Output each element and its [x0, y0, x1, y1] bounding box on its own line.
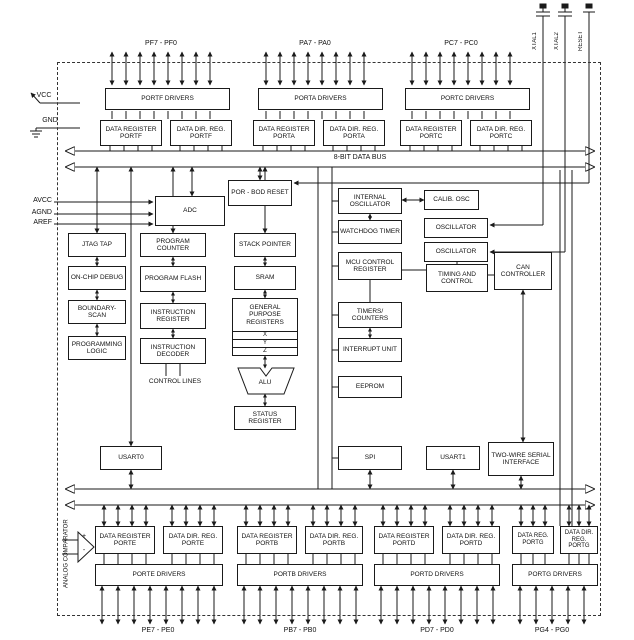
block-data-dir-reg-portc: DATA DIR. REG. PORTC: [470, 120, 532, 146]
pin-label-pd: PD7 - PD0: [420, 627, 454, 634]
label-alu: ALU: [258, 379, 272, 386]
block-can-controller: CAN CONTROLLER: [494, 252, 552, 290]
driver-register-links: [111, 111, 511, 119]
pin-label-pe: PE7 - PE0: [141, 627, 175, 634]
block-porta-drivers: PORTA DRIVERS: [258, 88, 383, 110]
label-analog-comparator: ANALOG COMPARATOR: [63, 519, 70, 589]
block-sram: SRAM: [234, 266, 296, 290]
block-usart1: USART1: [426, 446, 480, 470]
pin-label-gnd: GND: [42, 117, 58, 124]
block-data-dir-reg-portb: DATA DIR. REG. PORTB: [305, 526, 363, 554]
block-data-dir-reg-porta: DATA DIR. REG. PORTA: [323, 120, 385, 146]
gpr-label: GENERAL PURPOSE REGISTERS: [246, 304, 284, 326]
bottom-pin-arrow-bundles: [99, 585, 587, 625]
label-control-lines: CONTROL LINES: [148, 378, 202, 385]
block-boundary-scan: BOUNDARY- SCAN: [68, 300, 126, 324]
data-bus-lines: [66, 151, 594, 505]
pin-label-aref: AREF: [33, 219, 52, 226]
block-usart0: USART0: [100, 446, 162, 470]
block-data-register-portb: DATA REGISTER PORTB: [237, 526, 297, 554]
data-bus-label: 8-BIT DATA BUS: [333, 154, 387, 161]
block-portd-drivers: PORTD DRIVERS: [374, 564, 500, 586]
comparator-minus-sign: -: [82, 547, 86, 554]
block-data-register-porta: DATA REGISTER PORTA: [253, 120, 315, 146]
block-adc: ADC: [155, 196, 225, 226]
block-watchdog-timer: WATCHDOG TIMER: [338, 220, 402, 244]
block-por-bod-reset: POR - BOD RESET: [228, 180, 292, 206]
block-internal-oscillator: INTERNAL OSCILLATOR: [338, 188, 402, 214]
block-data-dir-reg-portd: DATA DIR. REG. PORTD: [442, 526, 500, 554]
bus-spine: [317, 167, 573, 526]
block-instruction-register: INSTRUCTION REGISTER: [140, 303, 206, 329]
block-calib-osc: CALIB. OSC: [424, 190, 479, 210]
block-data-dir-reg-portg: DATA DIR. REG. PORTG: [560, 526, 598, 554]
block-oscillator-1: OSCILLATOR: [424, 218, 488, 238]
block-timing-and-control: TIMING AND CONTROL: [426, 264, 488, 292]
block-stack-pointer: STACK POINTER: [234, 233, 296, 257]
block-programming-logic: PROGRAMMING LOGIC: [68, 336, 126, 360]
block-bus-connectors: [94, 166, 526, 490]
pin-label-pf: PF7 - PF0: [145, 40, 177, 47]
block-data-dir-reg-portf: DATA DIR. REG. PORTF: [170, 120, 232, 146]
chip-boundary: [57, 62, 601, 616]
block-portb-drivers: PORTB DRIVERS: [237, 564, 363, 586]
block-general-purpose-registers: GENERAL PURPOSE REGISTERS X Y Z: [232, 298, 298, 356]
pin-label-vcc: VCC: [36, 92, 52, 99]
pin-label-agnd: AGND: [31, 209, 52, 216]
misc-connectors: [165, 200, 494, 459]
alu-shape: [237, 367, 295, 395]
block-data-register-portc: DATA REGISTER PORTC: [400, 120, 462, 146]
comparator-plus-sign: +: [81, 533, 87, 540]
block-data-dir-reg-porte: DATA DIR. REG. PORTE: [163, 526, 223, 554]
block-interrupt-unit: INTERRUPT UNIT: [338, 338, 402, 362]
block-timers-counters: TIMERS/ COUNTERS: [338, 302, 402, 328]
block-program-flash: PROGRAM FLASH: [140, 266, 206, 292]
pin-label-xtal2: XTAL2: [554, 32, 561, 50]
gpr-row-x: X: [233, 331, 297, 339]
gpr-row-y: Y: [233, 339, 297, 347]
inter-block-arrows: [95, 213, 372, 407]
pin-label-avcc: AVCC: [33, 197, 52, 204]
block-portf-drivers: PORTF DRIVERS: [105, 88, 230, 110]
block-data-register-portd: DATA REGISTER PORTD: [374, 526, 434, 554]
block-portc-drivers: PORTC DRIVERS: [405, 88, 530, 110]
gpr-row-z: Z: [233, 347, 297, 355]
block-program-counter: PROGRAM COUNTER: [140, 233, 206, 257]
pin-label-reset: RESET: [578, 31, 585, 52]
pin-label-pa: PA7 - PA0: [299, 40, 331, 47]
block-mcu-control-register: MCU CONTROL REGISTER: [338, 252, 402, 280]
block-porte-drivers: PORTE DRIVERS: [95, 564, 223, 586]
pin-label-pg: PG4 - PG0: [534, 627, 570, 634]
block-instruction-decoder: INSTRUCTION DECODER: [140, 338, 206, 364]
left-pin-lines: [30, 92, 154, 227]
block-eeprom: EEPROM: [338, 376, 402, 398]
pin-label-xtal1: XTAL1: [532, 32, 539, 50]
block-two-wire-serial-interface: TWO-WIRE SERIAL INTERFACE: [488, 442, 554, 476]
block-on-chip-debug: ON-CHIP DEBUG: [68, 266, 126, 290]
block-portg-drivers: PORTG DRIVERS: [512, 564, 598, 586]
block-data-reg-portg: DATA REG. PORTG: [512, 526, 554, 554]
clock-reset-lines: [293, 3, 595, 255]
analog-comparator-symbol: [62, 530, 95, 564]
top-pin-arrow-bundles: [109, 51, 513, 86]
block-spi: SPI: [338, 446, 402, 470]
pin-label-pb: PB7 - PB0: [283, 627, 317, 634]
block-data-register-portf: DATA REGISTER PORTF: [100, 120, 162, 146]
bus-bottom-register-arrows: [101, 504, 592, 527]
bottom-register-driver-links: [103, 554, 590, 564]
block-oscillator-2: OSCILLATOR: [424, 242, 488, 262]
pin-label-pc: PC7 - PC0: [444, 40, 478, 47]
block-data-register-porte: DATA REGISTER PORTE: [95, 526, 155, 554]
block-jtag-tap: JTAG TAP: [68, 233, 126, 257]
block-status-register: STATUS REGISTER: [234, 406, 296, 430]
